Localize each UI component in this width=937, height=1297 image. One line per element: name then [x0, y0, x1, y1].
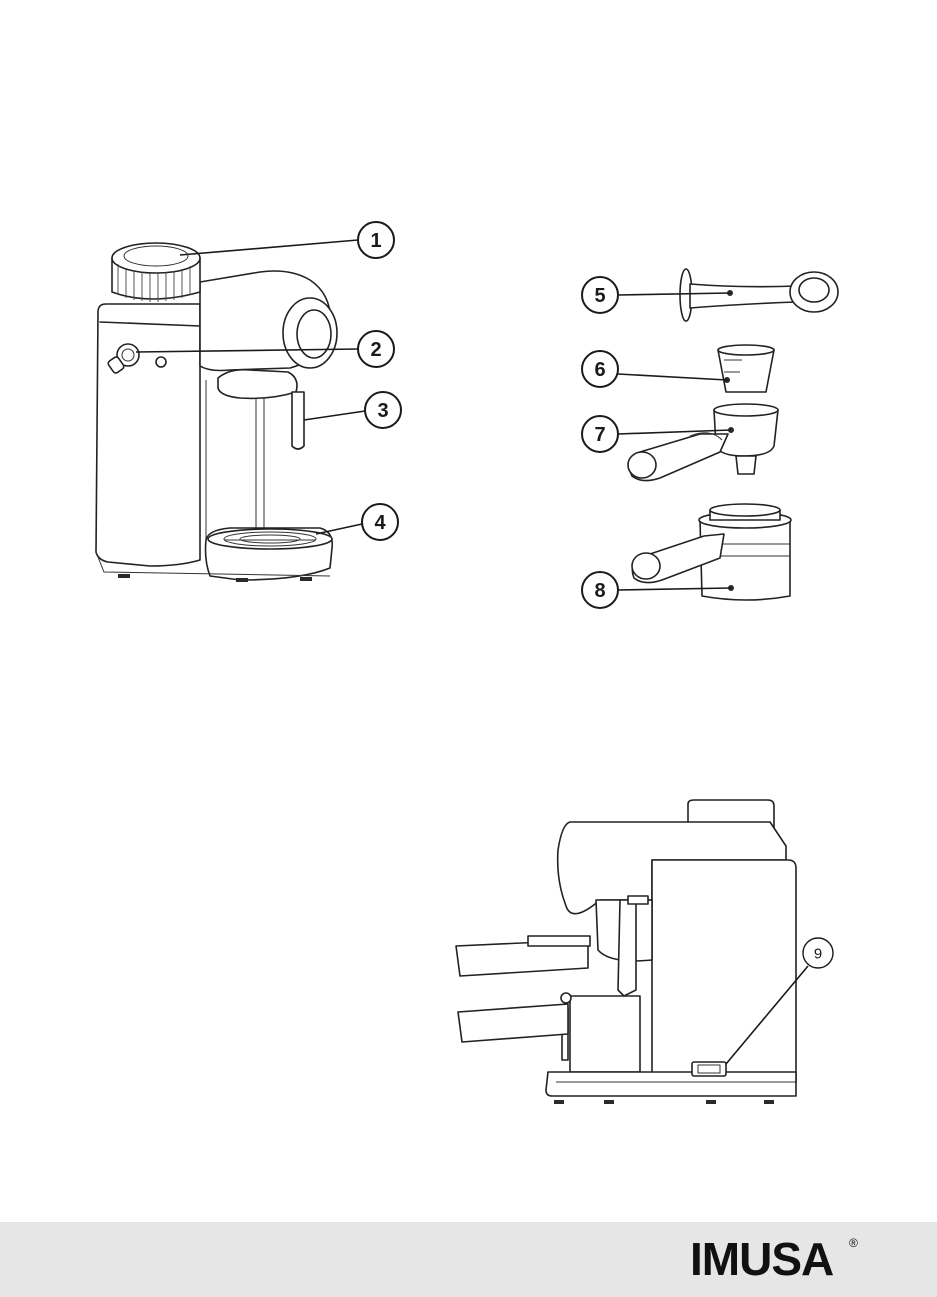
registered-mark: ®	[849, 1236, 858, 1250]
callout-9-label: 9	[814, 946, 822, 963]
brand-logo: IMUSA	[690, 1234, 833, 1284]
callout-9: 9	[803, 938, 833, 968]
